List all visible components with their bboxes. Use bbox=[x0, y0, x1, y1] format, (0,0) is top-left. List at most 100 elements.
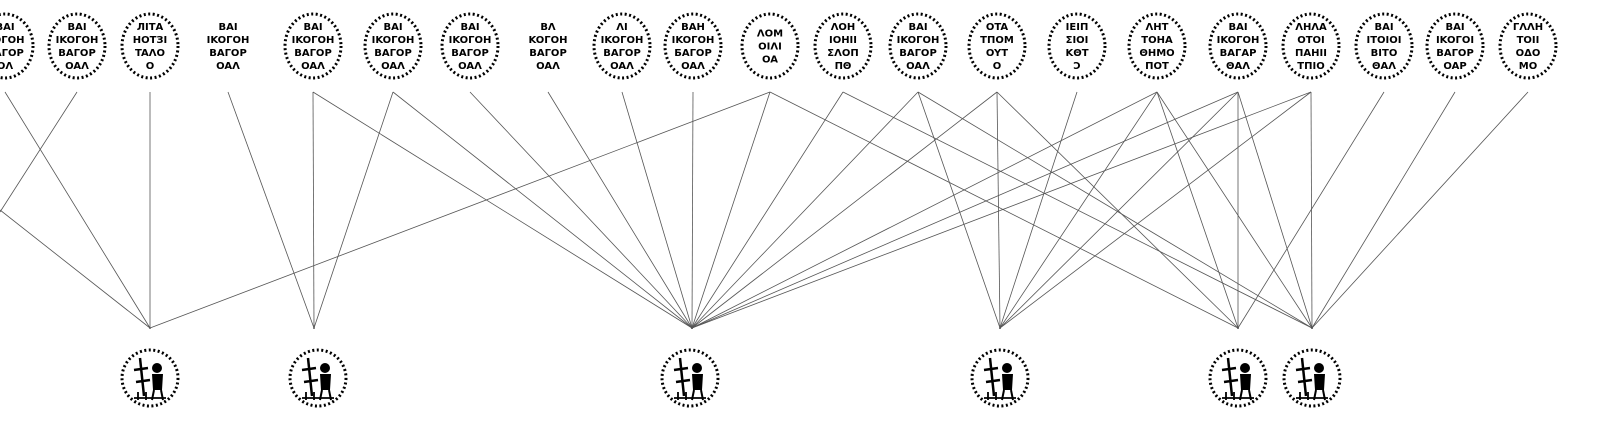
die-link-line bbox=[313, 91, 394, 329]
coin-inscription-line: KΘT bbox=[1065, 48, 1088, 59]
coin-inscription-line: ΘHMO bbox=[1139, 48, 1174, 59]
die-link-line bbox=[996, 91, 1001, 329]
coin-inscription-line: IKOΓOH bbox=[292, 35, 335, 46]
coin-inscription-line: BAΓOP bbox=[529, 48, 567, 59]
coin-rim bbox=[1208, 12, 1268, 80]
coin-inscription-line: BAΓOP bbox=[374, 48, 412, 59]
coin-inscription-line: IKOΓOH bbox=[207, 35, 250, 46]
coin-inscription-line: ΠΘ bbox=[835, 61, 852, 72]
coin-inscription-line: ЛIТA bbox=[137, 22, 164, 33]
figure-body-icon bbox=[1002, 374, 1013, 390]
coin-inscription-line: OAΛ bbox=[681, 61, 705, 72]
coin-inscription-line: ΓΛΛH bbox=[1513, 22, 1543, 33]
coin-rim bbox=[1354, 12, 1414, 80]
die-link-line bbox=[1156, 91, 1239, 329]
coin-inscription-line: BAΓAP bbox=[1220, 48, 1257, 59]
coin-rim bbox=[970, 348, 1030, 408]
die-link-line bbox=[917, 91, 1001, 329]
coin-inscription-line: TOII bbox=[1517, 35, 1540, 46]
coin-inscription-line: ΘAΛ bbox=[1226, 61, 1250, 72]
die-link-line bbox=[691, 91, 919, 329]
coin-inscription-line: BAI bbox=[0, 22, 15, 33]
coin-inscription-line: IEIΠ bbox=[1066, 22, 1089, 33]
link-node bbox=[149, 327, 151, 329]
figure-head-icon bbox=[1002, 363, 1012, 373]
reverse-coin-figure bbox=[1282, 348, 1342, 408]
coin-inscription-line: KOΓOH bbox=[528, 35, 567, 46]
coin-rim bbox=[663, 12, 723, 80]
coin-inscription-line: IKOΓOH bbox=[601, 35, 644, 46]
reverse-coins-row bbox=[120, 348, 1342, 408]
cross-staff-icon bbox=[1295, 357, 1313, 397]
coin-inscription-line: БAΓOP bbox=[674, 48, 712, 59]
figure-head-icon bbox=[320, 363, 330, 373]
link-offscreen bbox=[0, 91, 78, 213]
cross-staff-icon bbox=[673, 357, 691, 397]
coin-inscription-line: BAΓOP bbox=[58, 48, 96, 59]
die-link-line bbox=[842, 91, 1313, 329]
coin-inscription-line: BAI bbox=[303, 22, 322, 33]
coin-inscription-line: OAΛ bbox=[610, 61, 634, 72]
die-link-line bbox=[999, 91, 1158, 329]
coin-inscription-line: MO bbox=[1519, 61, 1537, 72]
coin-inscription-line: HOTЗI bbox=[133, 35, 168, 46]
link-offscreen bbox=[0, 209, 151, 329]
coin-inscription-line: ΠAHII bbox=[1295, 48, 1327, 59]
coin-inscription-line: BAΓOP bbox=[451, 48, 489, 59]
die-link-line bbox=[1310, 91, 1313, 329]
die-link-line bbox=[227, 91, 315, 329]
die-link-line bbox=[999, 91, 1239, 329]
link-node bbox=[691, 327, 693, 329]
die-link-line bbox=[392, 91, 693, 329]
die-link-line bbox=[1311, 91, 1529, 329]
coin-rim bbox=[1498, 12, 1558, 80]
coin-inscription-line: ITOIOI bbox=[1367, 35, 1402, 46]
figure-head-icon bbox=[1314, 363, 1324, 373]
die-link-line bbox=[547, 91, 693, 329]
coin-inscription-line: OIΛI bbox=[758, 42, 782, 53]
die-link-line bbox=[149, 91, 771, 329]
coin-inscription-line: O bbox=[993, 61, 1002, 72]
figure-body-icon bbox=[152, 374, 163, 390]
base-icon bbox=[1296, 392, 1328, 400]
coin-inscription-line: IKOΓOH bbox=[449, 35, 492, 46]
die-link-line bbox=[691, 91, 694, 329]
coin-inscription-line: IKOΓOH bbox=[672, 35, 715, 46]
coin-rim bbox=[888, 12, 948, 80]
coin-inscription-line: IKOΓOH bbox=[372, 35, 415, 46]
coin-inscription-line: BAΓOP bbox=[294, 48, 332, 59]
base-icon bbox=[984, 392, 1016, 400]
coin-inscription-line: OAP bbox=[1443, 61, 1466, 72]
figure-head-icon bbox=[1240, 363, 1250, 373]
coin-inscription-line: IKOΓOH bbox=[1217, 35, 1260, 46]
coin-rim bbox=[440, 12, 500, 80]
coin-inscription-line: BAH bbox=[681, 22, 705, 33]
coin-rim bbox=[740, 12, 800, 80]
coin-inscription-line: BAΓOP bbox=[899, 48, 937, 59]
die-link-line bbox=[917, 91, 1313, 329]
coin-inscription-line: BAI bbox=[383, 22, 402, 33]
die-link-line bbox=[691, 91, 1158, 329]
coin-rim bbox=[47, 12, 107, 80]
coin-inscription-line: OAΛ bbox=[216, 61, 240, 72]
coin-inscription-line: IOHII bbox=[829, 35, 857, 46]
cross-staff-icon bbox=[1221, 357, 1239, 397]
cross-staff-icon bbox=[133, 357, 151, 397]
figure-body-icon bbox=[320, 374, 331, 390]
coin-inscription-line: BAΓOP bbox=[209, 48, 247, 59]
die-link-line bbox=[1311, 91, 1456, 329]
coin-rim bbox=[1281, 12, 1341, 80]
cross-staff-icon bbox=[301, 357, 319, 397]
die-link-line bbox=[312, 91, 315, 329]
figure-body-icon bbox=[692, 374, 703, 390]
